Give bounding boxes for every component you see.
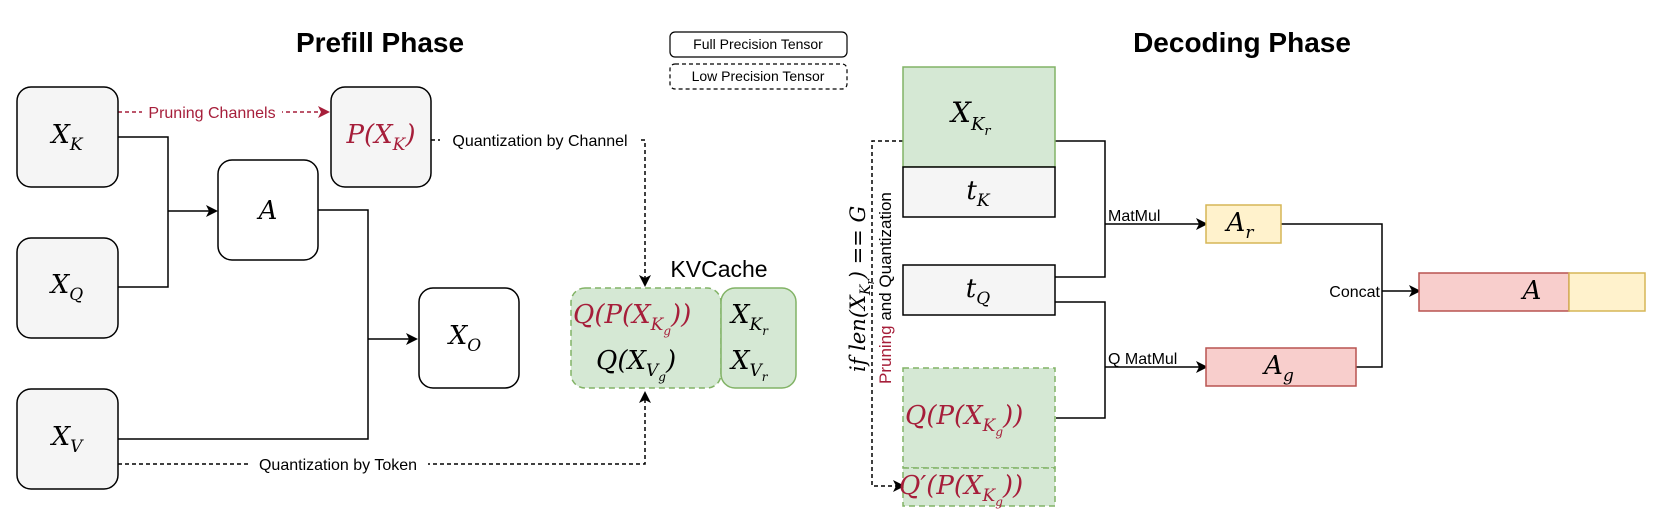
condition-label: if len(XKr) == G <box>846 206 877 372</box>
kvcache-low-precision-block <box>570 287 722 389</box>
xkr-block <box>902 66 1056 168</box>
kvcache-quantized-pruned-k: Q(P(XKg)) <box>573 300 691 338</box>
tq-block <box>902 264 1056 316</box>
pruned-xk-label: P(XK) <box>345 120 415 155</box>
legend-full-box <box>669 31 848 58</box>
prefill-heading: Prefill Phase <box>296 27 464 58</box>
ag-label: Ag <box>1262 351 1294 386</box>
legend-low-label: Low Precision Tensor <box>692 68 825 84</box>
concat-label: Concat <box>1329 284 1380 301</box>
xv-node <box>16 388 119 490</box>
tk-block <box>902 166 1056 218</box>
a-output-pink-block <box>1418 272 1570 312</box>
decoding-heading: Decoding Phase <box>1133 27 1351 58</box>
kvcache-full-k: XKr <box>729 300 769 338</box>
quantization-by-token-label: Quantization by Token <box>259 457 417 474</box>
xo-label: XO <box>447 321 482 356</box>
pruning-quantization-label: Pruning and Quantization <box>876 192 895 384</box>
ar-label: Ar <box>1225 208 1255 243</box>
matmul-label: MatMul <box>1108 208 1160 225</box>
legend-full-label: Full Precision Tensor <box>693 36 823 52</box>
legend-low-box <box>669 63 848 90</box>
kvcache-full-v: XVr <box>729 346 769 384</box>
a-label: A <box>257 196 278 226</box>
xq-node <box>16 237 119 339</box>
xkr-label: XKr <box>949 96 991 139</box>
q-matmul-label: Q MatMul <box>1108 351 1177 368</box>
kvcache-full-precision-block <box>720 287 797 389</box>
quantized-pruned-k-label: Q(P(XKg)) <box>905 401 1023 439</box>
a-node <box>217 159 319 261</box>
xk-label: XK <box>49 120 84 155</box>
tk-label: tK <box>966 176 990 211</box>
pruning-channels-label: Pruning Channels <box>148 105 275 122</box>
xv-label: XV <box>50 422 85 457</box>
xo-node <box>418 287 520 389</box>
ag-block <box>1205 347 1357 387</box>
a-output-label: A <box>1521 276 1542 306</box>
legend: Full Precision Tensor Low Precision Tens… <box>669 31 848 90</box>
decoding-connectors <box>871 140 1421 492</box>
kvcache-quantized-v: Q(XVg) <box>596 346 676 384</box>
a-output-yellow-block <box>1568 272 1646 312</box>
tq-label: tQ <box>966 274 990 309</box>
kvcache-title: KVCache <box>670 256 767 282</box>
quantized-pruned-k-block <box>902 367 1056 469</box>
ar-block <box>1205 204 1282 244</box>
requantized-k-block <box>902 467 1056 507</box>
quantization-by-channel-label: Quantization by Channel <box>452 133 627 150</box>
pruned-xk-node <box>330 86 432 188</box>
requantized-k-label: Q′(P(XKg)) <box>899 471 1023 509</box>
xk-node <box>16 86 119 188</box>
xq-label: XQ <box>49 270 84 305</box>
